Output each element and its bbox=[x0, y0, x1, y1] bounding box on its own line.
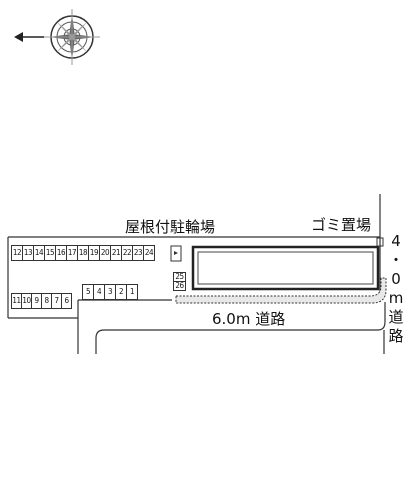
vertical-char: m bbox=[388, 289, 404, 307]
vertical-char: 0 bbox=[391, 270, 401, 288]
vertical-char: 道 bbox=[388, 308, 404, 326]
bicycle-parking-label: 屋根付駐輪場 bbox=[125, 218, 216, 236]
parking-space: 24 bbox=[143, 245, 155, 261]
parking-space: 5 bbox=[82, 284, 94, 300]
site-boundary bbox=[7, 194, 381, 354]
parking-space: 26 bbox=[173, 281, 186, 291]
garbage-area-label: ゴミ置場 bbox=[311, 216, 372, 234]
road-edges bbox=[95, 302, 386, 354]
parking-space: 14 bbox=[33, 245, 45, 261]
bicycle-parking-box bbox=[170, 245, 182, 262]
south-road-label: 6.0m 道路 bbox=[212, 310, 286, 328]
bicycle-parking-marker bbox=[174, 251, 178, 255]
parking-space: 1 bbox=[126, 284, 138, 300]
garbage-area-box bbox=[376, 237, 384, 247]
parking-space: 6 bbox=[61, 293, 72, 309]
east-road-name-label: 道路 bbox=[387, 308, 405, 346]
vertical-char: 4 bbox=[391, 232, 401, 250]
parking-space: 17 bbox=[66, 245, 78, 261]
north-arrow-icon bbox=[14, 32, 44, 42]
compass-rose-icon bbox=[44, 9, 100, 65]
vertical-char: 路 bbox=[388, 327, 404, 345]
vertical-char: ・ bbox=[388, 251, 404, 269]
hedge-strip bbox=[175, 277, 387, 304]
building bbox=[191, 245, 380, 291]
